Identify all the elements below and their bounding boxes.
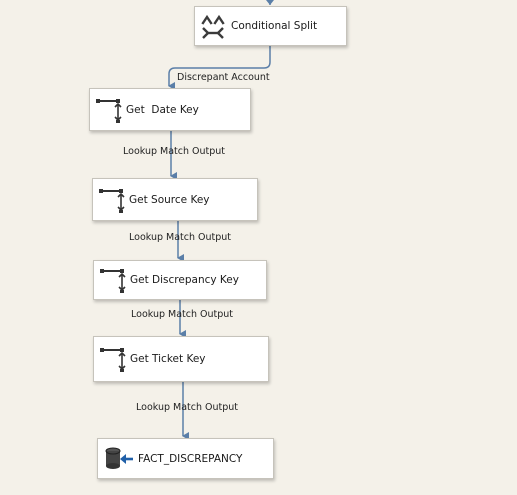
lookup-icon bbox=[90, 89, 126, 130]
component-label: FACT_DISCREPANCY bbox=[138, 452, 243, 465]
ole-db-destination-icon bbox=[98, 439, 138, 478]
conditional-split-icon bbox=[195, 7, 231, 45]
get-date-key-lookup[interactable]: Get Date Key bbox=[89, 88, 251, 131]
connector-incoming-arrow bbox=[266, 0, 274, 5]
component-label: Get Ticket Key bbox=[130, 353, 206, 365]
connector-label-lookup-match-output: Lookup Match Output bbox=[123, 146, 226, 157]
component-label: Get Source Key bbox=[129, 193, 210, 206]
connector-discrepant-account[interactable] bbox=[168, 46, 271, 90]
component-label: Get Discrepancy Key bbox=[130, 274, 239, 286]
get-discrepancy-key-lookup[interactable]: Get Discrepancy Key bbox=[93, 260, 267, 300]
connector-label-lookup-match-output: Lookup Match Output bbox=[136, 402, 239, 413]
lookup-icon bbox=[94, 337, 130, 381]
component-label: Conditional Split bbox=[231, 20, 318, 32]
lookup-icon bbox=[94, 261, 130, 299]
connector-label-lookup-match-output: Lookup Match Output bbox=[129, 232, 232, 243]
fact-discrepancy-destination[interactable]: FACT_DISCREPANCY bbox=[97, 438, 274, 479]
connector-label-lookup-match-output: Lookup Match Output bbox=[131, 309, 234, 320]
lookup-icon bbox=[93, 179, 129, 220]
component-label: Get Date Key bbox=[126, 103, 199, 116]
connector-label-discrepant-account: Discrepant Account bbox=[177, 72, 270, 83]
get-source-key-lookup[interactable]: Get Source Key bbox=[92, 178, 258, 221]
conditional-split-component[interactable]: Conditional Split bbox=[194, 6, 347, 46]
get-ticket-key-lookup[interactable]: Get Ticket Key bbox=[93, 336, 269, 382]
